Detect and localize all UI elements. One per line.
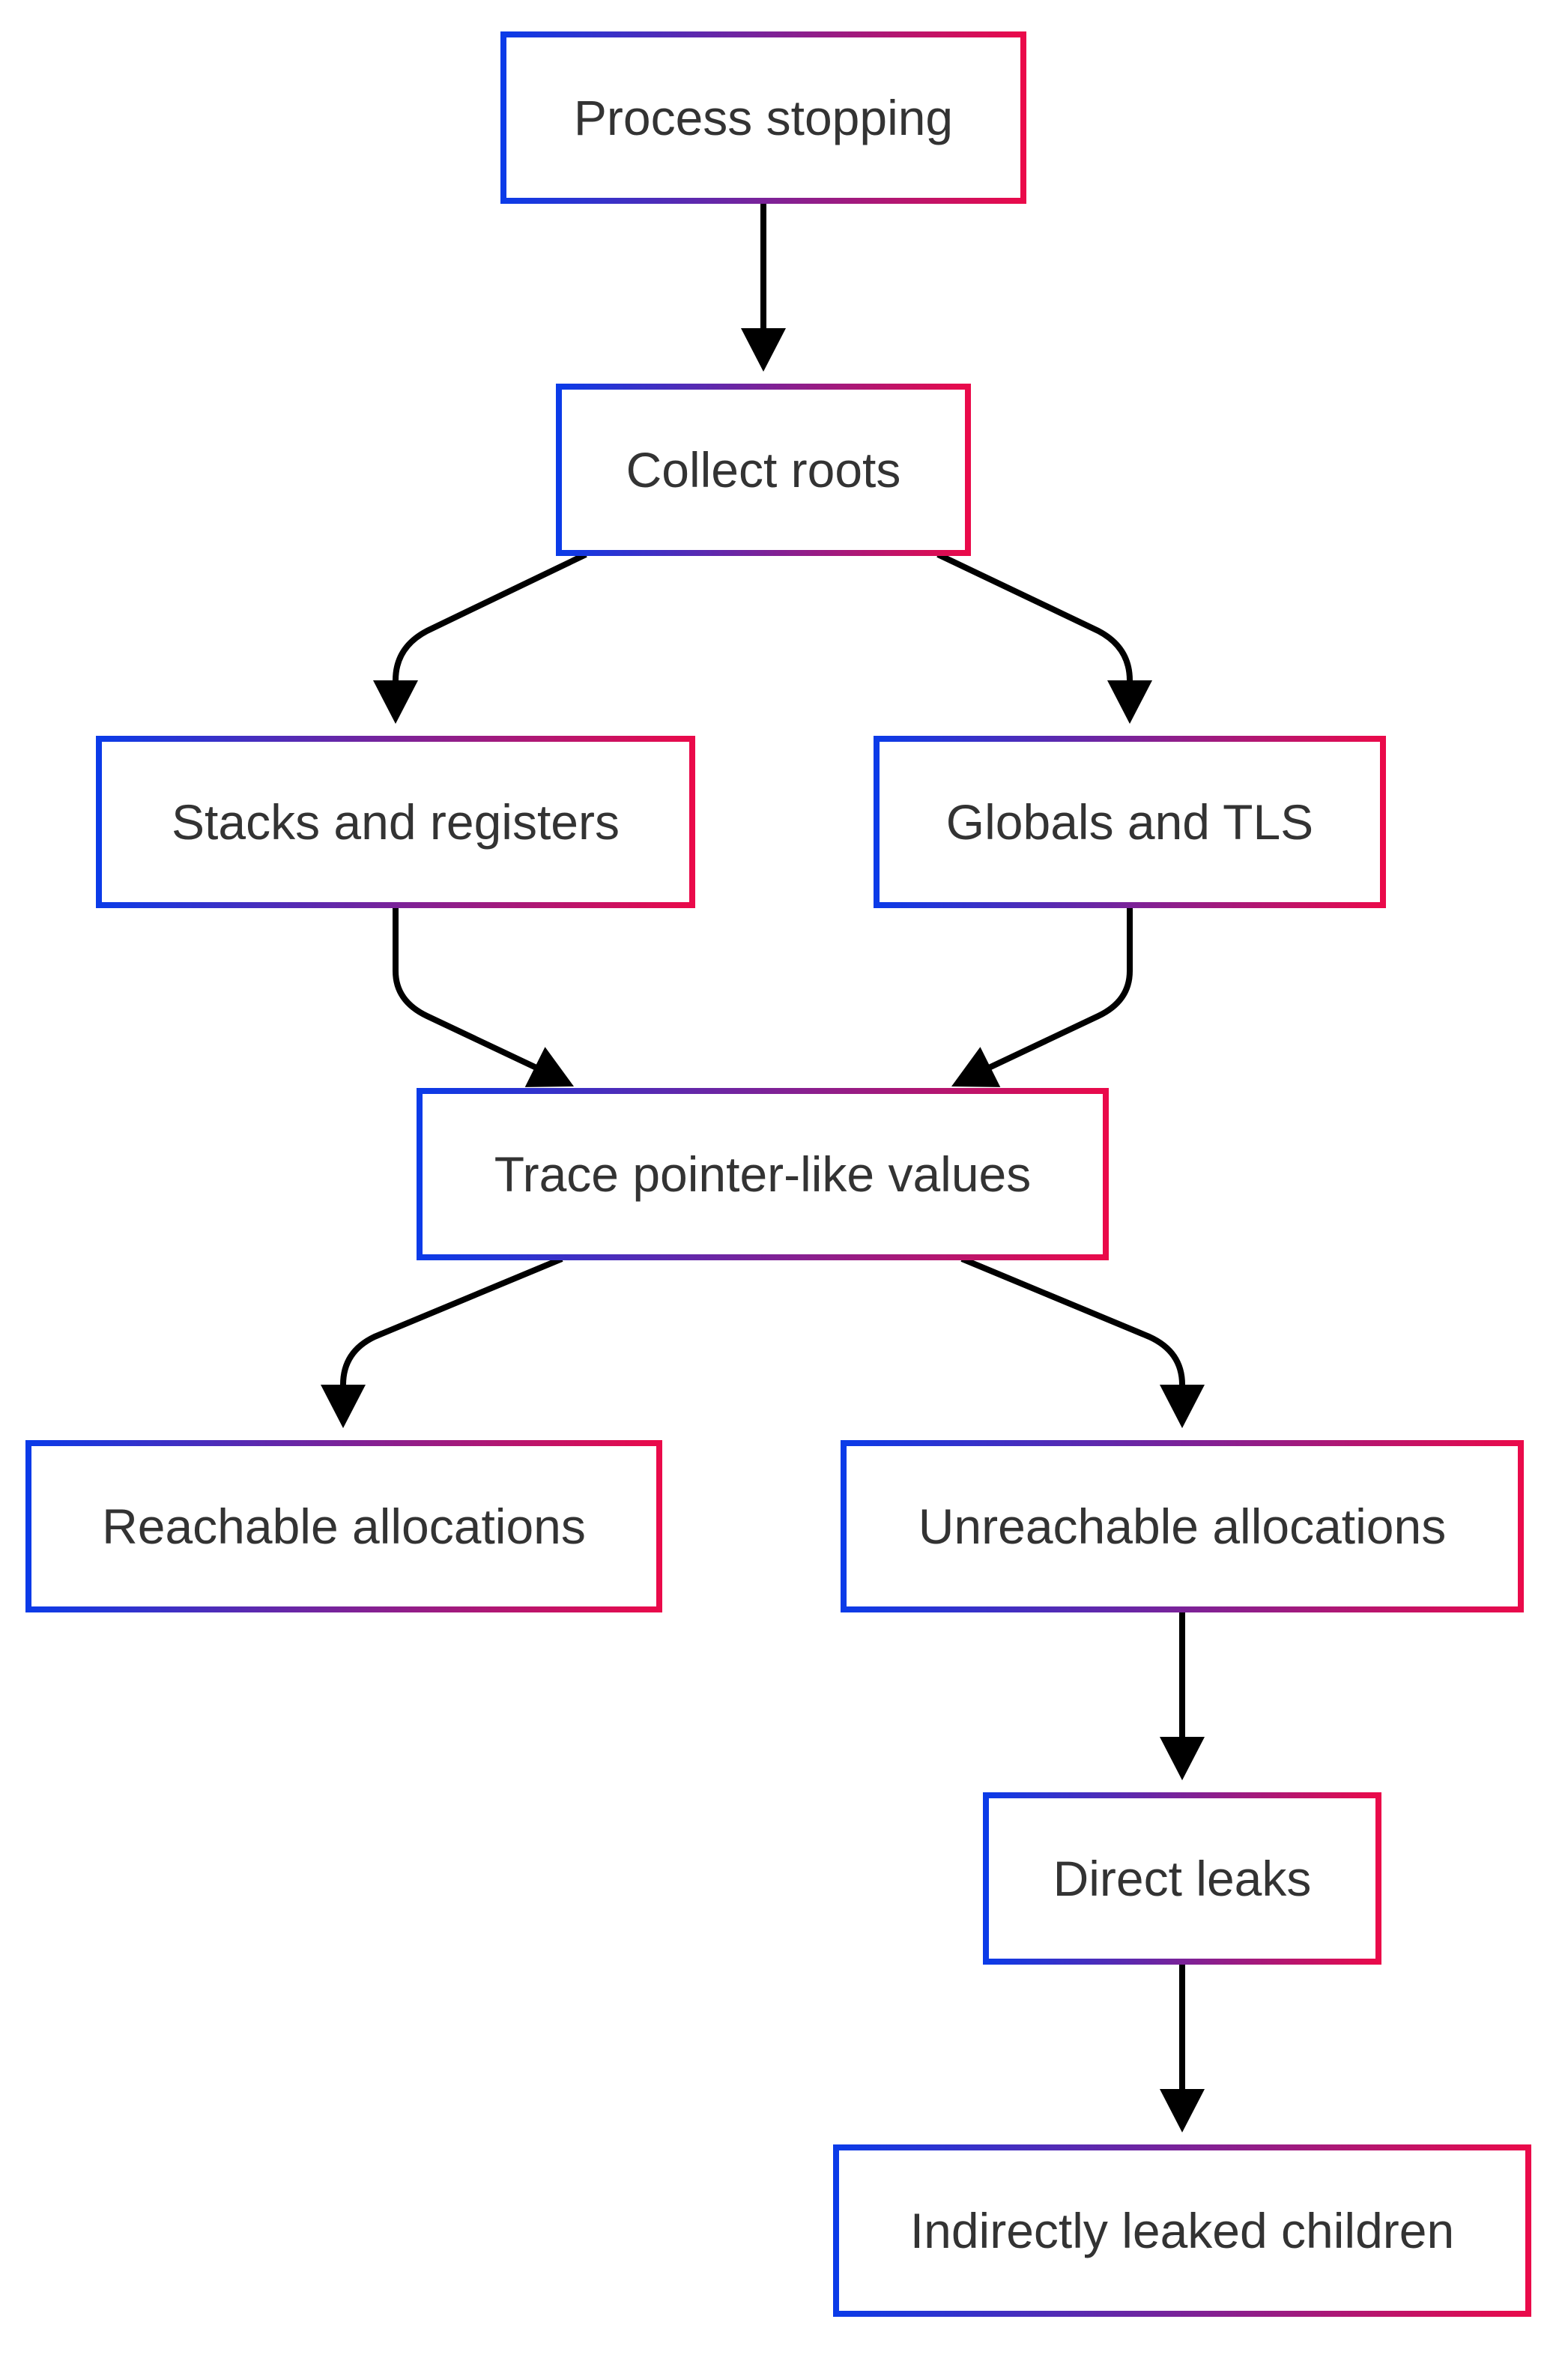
node-trace-pointer-like-values: Trace pointer-like values	[417, 1088, 1109, 1260]
arrowhead	[1160, 1737, 1205, 1780]
node-unreachable-allocations: Unreachable allocations	[841, 1440, 1524, 1612]
edge-line	[340, 1256, 563, 1394]
edge-direct-leaks-to-indirectly-leaked-children	[1160, 1963, 1205, 2132]
arrowhead	[524, 1047, 574, 1087]
node-globals-and-tls: Globals and TLS	[874, 736, 1386, 908]
node-label: Reachable allocations	[102, 1499, 586, 1554]
edge-trace-pointer-like-values-to-reachable-allocations	[321, 1256, 563, 1428]
node-box	[983, 1792, 1381, 1965]
node-box	[874, 736, 1386, 908]
edge-line	[960, 1256, 1185, 1394]
node-box	[833, 2144, 1531, 2317]
arrowhead	[1160, 1385, 1205, 1428]
node-label: Unreachable allocations	[918, 1499, 1446, 1554]
node-label: Trace pointer-like values	[494, 1146, 1032, 1202]
node-label: Stacks and registers	[172, 794, 620, 850]
edge-process-stopping-to-collect-roots	[741, 202, 786, 372]
edge-collect-roots-to-stacks-and-registers	[373, 551, 587, 724]
edge-globals-and-tls-to-trace-pointer-like-values	[951, 907, 1133, 1087]
node-label: Collect roots	[626, 442, 901, 498]
arrowhead	[951, 1047, 1001, 1087]
edge-line	[393, 907, 539, 1071]
arrowhead	[741, 328, 786, 372]
edge-collect-roots-to-globals-and-tls	[936, 551, 1152, 724]
node-box	[841, 1440, 1524, 1612]
node-direct-leaks: Direct leaks	[983, 1792, 1381, 1965]
node-indirectly-leaked-children: Indirectly leaked children	[833, 2144, 1531, 2317]
edge-line	[393, 551, 587, 689]
node-label: Indirectly leaked children	[910, 2203, 1454, 2258]
edge-unreachable-allocations-to-direct-leaks	[1160, 1611, 1205, 1780]
node-stacks-and-registers: Stacks and registers	[96, 736, 695, 908]
node-process-stopping: Process stopping	[500, 31, 1026, 204]
edge-line	[936, 551, 1133, 689]
node-box	[417, 1088, 1109, 1260]
edge-stacks-and-registers-to-trace-pointer-like-values	[393, 907, 574, 1087]
node-box	[556, 384, 971, 556]
node-box	[25, 1440, 662, 1612]
node-label: Globals and TLS	[946, 794, 1313, 850]
node-label: Direct leaks	[1053, 1851, 1312, 1906]
edge-line	[986, 907, 1133, 1071]
node-collect-roots: Collect roots	[556, 384, 971, 556]
arrowhead	[321, 1385, 366, 1428]
node-label: Process stopping	[574, 90, 953, 145]
arrowhead	[1160, 2089, 1205, 2132]
node-box	[500, 31, 1026, 204]
arrowhead	[1107, 680, 1152, 724]
arrowhead	[373, 680, 418, 724]
edge-trace-pointer-like-values-to-unreachable-allocations	[960, 1256, 1205, 1428]
edges-layer	[321, 202, 1205, 2132]
node-box	[96, 736, 695, 908]
node-reachable-allocations: Reachable allocations	[25, 1440, 662, 1612]
